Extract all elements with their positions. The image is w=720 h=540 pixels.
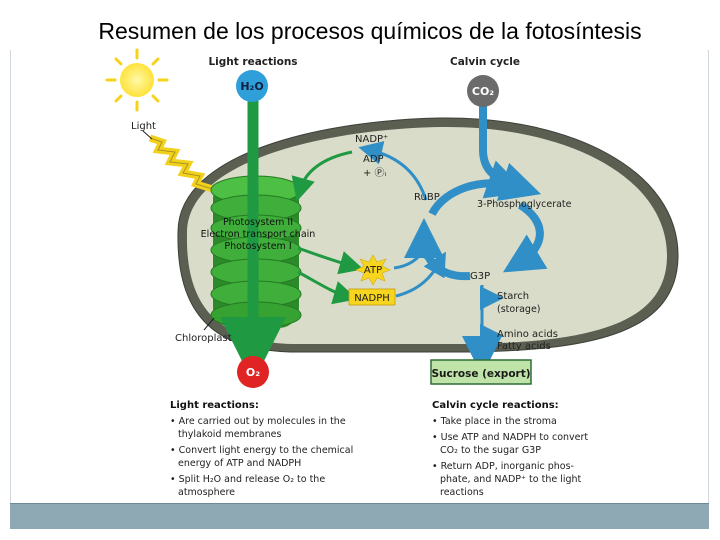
slide-frame-right xyxy=(708,50,709,503)
light-summary-line: atmosphere xyxy=(178,487,235,498)
atp-label: ATP xyxy=(364,265,382,276)
phosphate-label: + Ⓟᵢ xyxy=(363,167,387,179)
light-reactions-summary: Light reactions: • Are carried out by mo… xyxy=(170,400,353,498)
nadp-return-green-arrow xyxy=(291,150,353,202)
calvin-arrow-top xyxy=(428,160,527,217)
sucrose-box xyxy=(430,359,532,385)
photosystem-ii-label: Photosystem II xyxy=(223,217,293,228)
chloroplast-pointer-line xyxy=(203,317,215,331)
nadph-box xyxy=(348,288,396,306)
light-summary-line: • Split H₂O and release O₂ to the xyxy=(170,474,325,485)
calvin-cycle-summary: Calvin cycle reactions: • Take place in … xyxy=(432,400,588,498)
co2-label: CO₂ xyxy=(472,85,494,98)
calvin-summary-line: CO₂ to the sugar G3P xyxy=(440,445,541,456)
light-summary-line: • Are carried out by molecules in the xyxy=(170,416,346,427)
atp-output-green-arrow xyxy=(297,246,364,275)
calvin-summary-heading: Calvin cycle reactions: xyxy=(432,400,559,411)
fatty-acids-label: Fatty acids xyxy=(497,341,551,352)
calvin-arrow-right xyxy=(502,201,548,273)
starch-label: Starch xyxy=(497,291,529,302)
o2-label: O₂ xyxy=(246,366,260,379)
calvin-summary-line: • Return ADP, inorganic phos- xyxy=(432,461,574,472)
calvin-cycle-header: Calvin cycle xyxy=(450,56,520,68)
sun-icon xyxy=(105,48,169,112)
atp-input-blue-arrow xyxy=(393,235,432,270)
amino-acids-label: Amino acids xyxy=(497,329,558,340)
adp-label: ADP xyxy=(363,154,384,165)
electron-transport-chain-label: Electron transport chain xyxy=(201,229,316,240)
nadph-output-green-arrow xyxy=(297,270,358,305)
light-summary-line: energy of ATP and NADPH xyxy=(178,458,301,469)
calvin-summary-line: phate, and NADP⁺ to the light xyxy=(440,474,582,485)
adp-return-blue-arrow xyxy=(358,141,428,201)
chloroplast-label: Chloroplast xyxy=(175,333,232,344)
footer-bar xyxy=(10,503,709,529)
light-label: Light xyxy=(131,121,156,132)
storage-label: (storage) xyxy=(497,304,541,315)
co2-circle xyxy=(467,75,499,107)
slide-title: Resumen de los procesos químicos de la f… xyxy=(98,18,642,44)
phosphoglycerate-label: 3-Phosphoglycerate xyxy=(477,199,572,210)
g3p-label: G3P xyxy=(470,271,490,282)
light-summary-line: thylakoid membranes xyxy=(178,429,281,440)
calvin-summary-line: • Use ATP and NADPH to convert xyxy=(432,432,588,443)
h2o-label: H₂O xyxy=(240,80,263,93)
atp-star-icon xyxy=(355,254,391,286)
light-reactions-header: Light reactions xyxy=(208,56,297,68)
calvin-summary-line: reactions xyxy=(440,487,484,498)
light-pointer-line xyxy=(142,130,153,140)
sucrose-label: Sucrose (export) xyxy=(431,368,530,380)
h2o-circle xyxy=(236,70,268,102)
light-summary-heading: Light reactions: xyxy=(170,400,259,411)
light-summary-line: • Convert light energy to the chemical xyxy=(170,445,353,456)
slide-frame-left xyxy=(10,50,11,503)
nadph-input-blue-arrow xyxy=(395,251,446,298)
calvin-summary-line: • Take place in the stroma xyxy=(432,416,557,427)
nadp-plus-label: NADP⁺ xyxy=(355,134,388,145)
photosystem-i-label: Photosystem I xyxy=(224,241,291,252)
light-zigzag-icon xyxy=(148,134,218,194)
nadph-label: NADPH xyxy=(354,293,390,304)
rubp-label: RuBP xyxy=(414,192,440,203)
o2-circle xyxy=(237,356,269,388)
